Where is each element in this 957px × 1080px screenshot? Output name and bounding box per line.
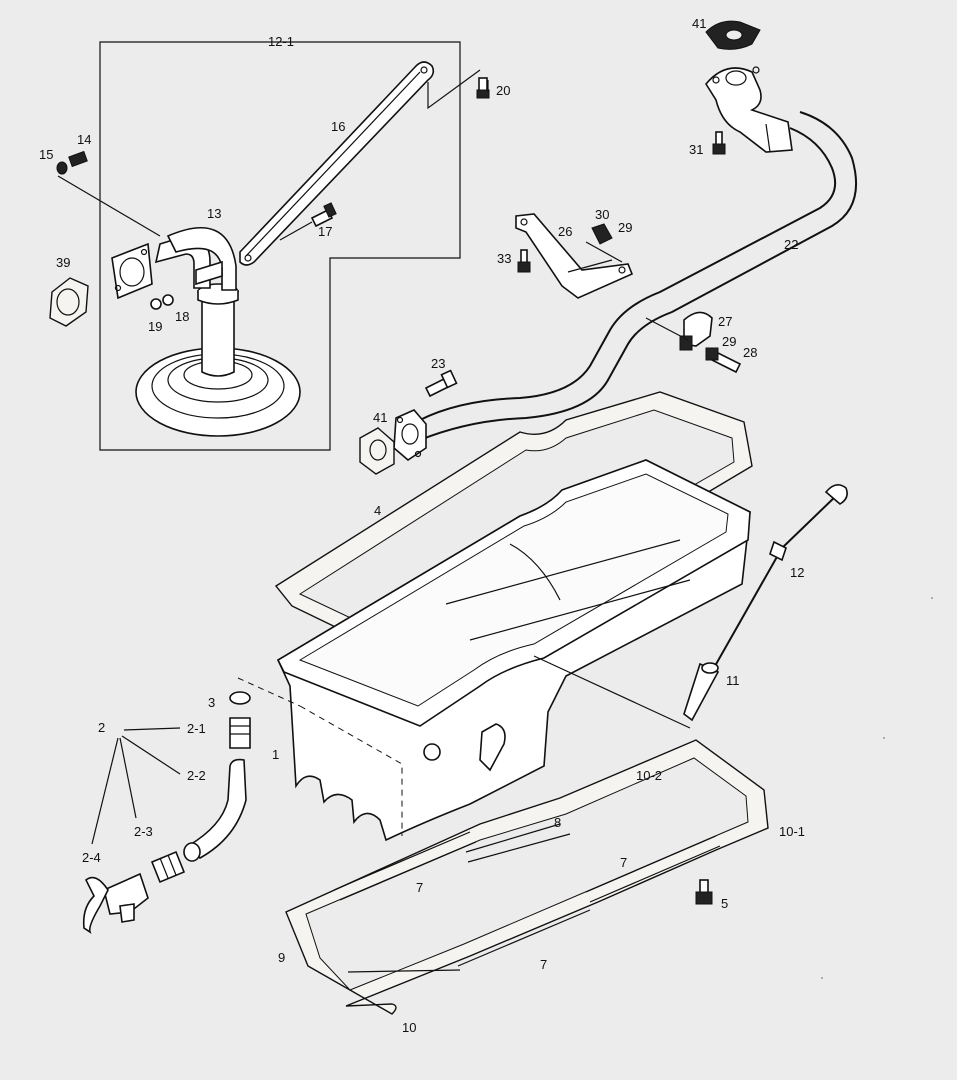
bracket-26	[515, 213, 634, 299]
group-frame-12-1	[99, 41, 461, 451]
support-bar-16	[239, 61, 435, 266]
bolt-5	[695, 879, 713, 905]
label-10-2: 10-2	[636, 768, 662, 783]
label-7-left: 7	[416, 880, 423, 895]
clip-27	[679, 311, 713, 351]
label-11: 11	[726, 673, 740, 688]
label-2-1: 2-1	[187, 721, 206, 736]
label-7-right: 7	[620, 855, 627, 870]
label-29-top: 29	[618, 220, 632, 235]
gasket-41-lower	[359, 427, 395, 475]
label-9: 9	[278, 950, 285, 965]
oil-sump-1	[237, 459, 751, 842]
label-14: 14	[77, 132, 91, 147]
bolt-31	[712, 131, 726, 155]
oil-strainer-assembly	[111, 227, 301, 437]
label-41-lower: 41	[373, 410, 387, 425]
bolt-17	[310, 202, 337, 228]
label-10: 10	[402, 1020, 416, 1035]
label-17: 17	[318, 224, 332, 239]
oil-pipe-22	[393, 66, 858, 462]
bolt-20	[476, 77, 490, 99]
label-26: 26	[558, 224, 572, 239]
label-5: 5	[721, 896, 728, 911]
bolt-28	[705, 347, 742, 374]
label-12-1: 12-1	[268, 34, 294, 49]
label-22: 22	[784, 237, 798, 252]
label-28: 28	[743, 345, 757, 360]
label-7-bottom: 7	[540, 957, 547, 972]
label-31: 31	[689, 142, 703, 157]
label-2-2: 2-2	[187, 768, 206, 783]
label-16: 16	[331, 119, 345, 134]
bolt-14	[56, 150, 88, 175]
label-15: 15	[39, 147, 53, 162]
label-4: 4	[374, 503, 381, 518]
label-2-3: 2-3	[134, 824, 153, 839]
label-2: 2	[98, 720, 105, 735]
label-19: 19	[148, 319, 162, 334]
label-13: 13	[207, 206, 221, 221]
label-30: 30	[595, 207, 609, 222]
flange-gasket-39	[49, 277, 89, 327]
label-8: 8	[554, 815, 561, 830]
nut-30-29	[591, 223, 613, 245]
label-2-4: 2-4	[82, 850, 101, 865]
label-41-top: 41	[692, 16, 706, 31]
nuts-18-19	[150, 294, 174, 310]
label-20: 20	[496, 83, 510, 98]
label-1: 1	[272, 747, 279, 762]
label-12: 12	[790, 565, 804, 580]
leader-lines	[91, 80, 623, 845]
bolt-23	[424, 369, 458, 398]
label-23: 23	[431, 356, 445, 371]
callout-labels: 12-1 41 20 16 14 15 13 31 30 29 26 17 22…	[39, 16, 805, 1035]
label-3: 3	[208, 695, 215, 710]
lower-gasket-frame-10	[285, 739, 769, 1015]
label-27: 27	[718, 314, 732, 329]
label-33: 33	[497, 251, 511, 266]
gasket-41-top	[705, 20, 761, 50]
drain-fittings-2	[82, 691, 251, 934]
label-10-1: 10-1	[779, 824, 805, 839]
dipstick-12	[689, 484, 848, 711]
dipstick-tube-11	[683, 662, 720, 722]
bolt-33	[517, 249, 531, 273]
label-39: 39	[56, 255, 70, 270]
label-29-right: 29	[722, 334, 736, 349]
label-18: 18	[175, 309, 189, 324]
